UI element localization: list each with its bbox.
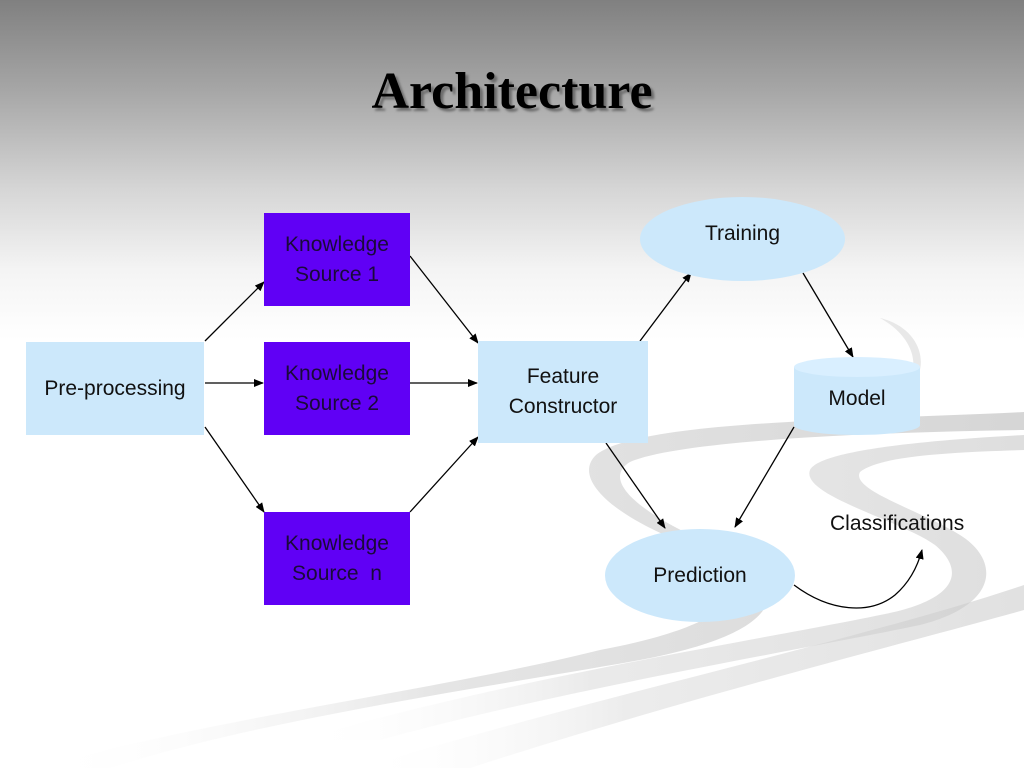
arrow-feature-to-prediction <box>605 442 666 529</box>
node-ksn-line1: Knowledge <box>285 531 389 555</box>
node-model-label: Model <box>828 387 886 410</box>
node-ksn-line2: Source n <box>292 561 382 585</box>
arrow-feature-to-training <box>639 272 692 342</box>
arrow-preprocessing-to-ks1 <box>204 281 265 342</box>
node-knowledge-source-1[interactable]: Knowledge Source 1 <box>264 213 410 306</box>
arrow-ksn-to-feature <box>409 436 479 513</box>
node-training[interactable]: Training <box>640 197 845 281</box>
arrow-preprocessing-to-ksn <box>204 426 265 513</box>
node-preprocessing[interactable]: Pre-processing <box>26 342 204 435</box>
arrow-prediction-to-classifications <box>793 549 924 609</box>
node-ks2-line2: Source 2 <box>294 391 380 415</box>
arrow-model-to-prediction <box>734 426 795 528</box>
slide-title: Architecture <box>371 63 653 120</box>
node-training-label: Training <box>704 222 781 245</box>
node-feature-constructor[interactable]: Feature Constructor <box>478 341 648 443</box>
node-model[interactable]: Model <box>794 357 920 435</box>
node-preprocessing-label: Pre-processing <box>44 376 186 400</box>
node-feature-line1: Feature <box>526 365 600 388</box>
node-prediction-label: Prediction <box>653 563 747 587</box>
arrow-ks1-to-feature <box>409 255 479 344</box>
node-knowledge-source-n[interactable]: Knowledge Source n <box>264 512 410 605</box>
node-ks2-line1: Knowledge <box>285 361 389 385</box>
node-knowledge-source-2[interactable]: Knowledge Source 2 <box>264 342 410 435</box>
database-cylinder-icon <box>794 357 920 435</box>
node-ks1-line2: Source 1 <box>294 262 380 286</box>
node-feature-line2: Constructor <box>508 395 618 418</box>
node-ks1-line1: Knowledge <box>285 232 389 256</box>
swoosh-band-3 <box>360 585 1024 768</box>
node-classifications: Classifications <box>830 512 965 535</box>
arrow-training-to-model <box>802 272 854 358</box>
node-prediction[interactable]: Prediction <box>605 529 795 622</box>
